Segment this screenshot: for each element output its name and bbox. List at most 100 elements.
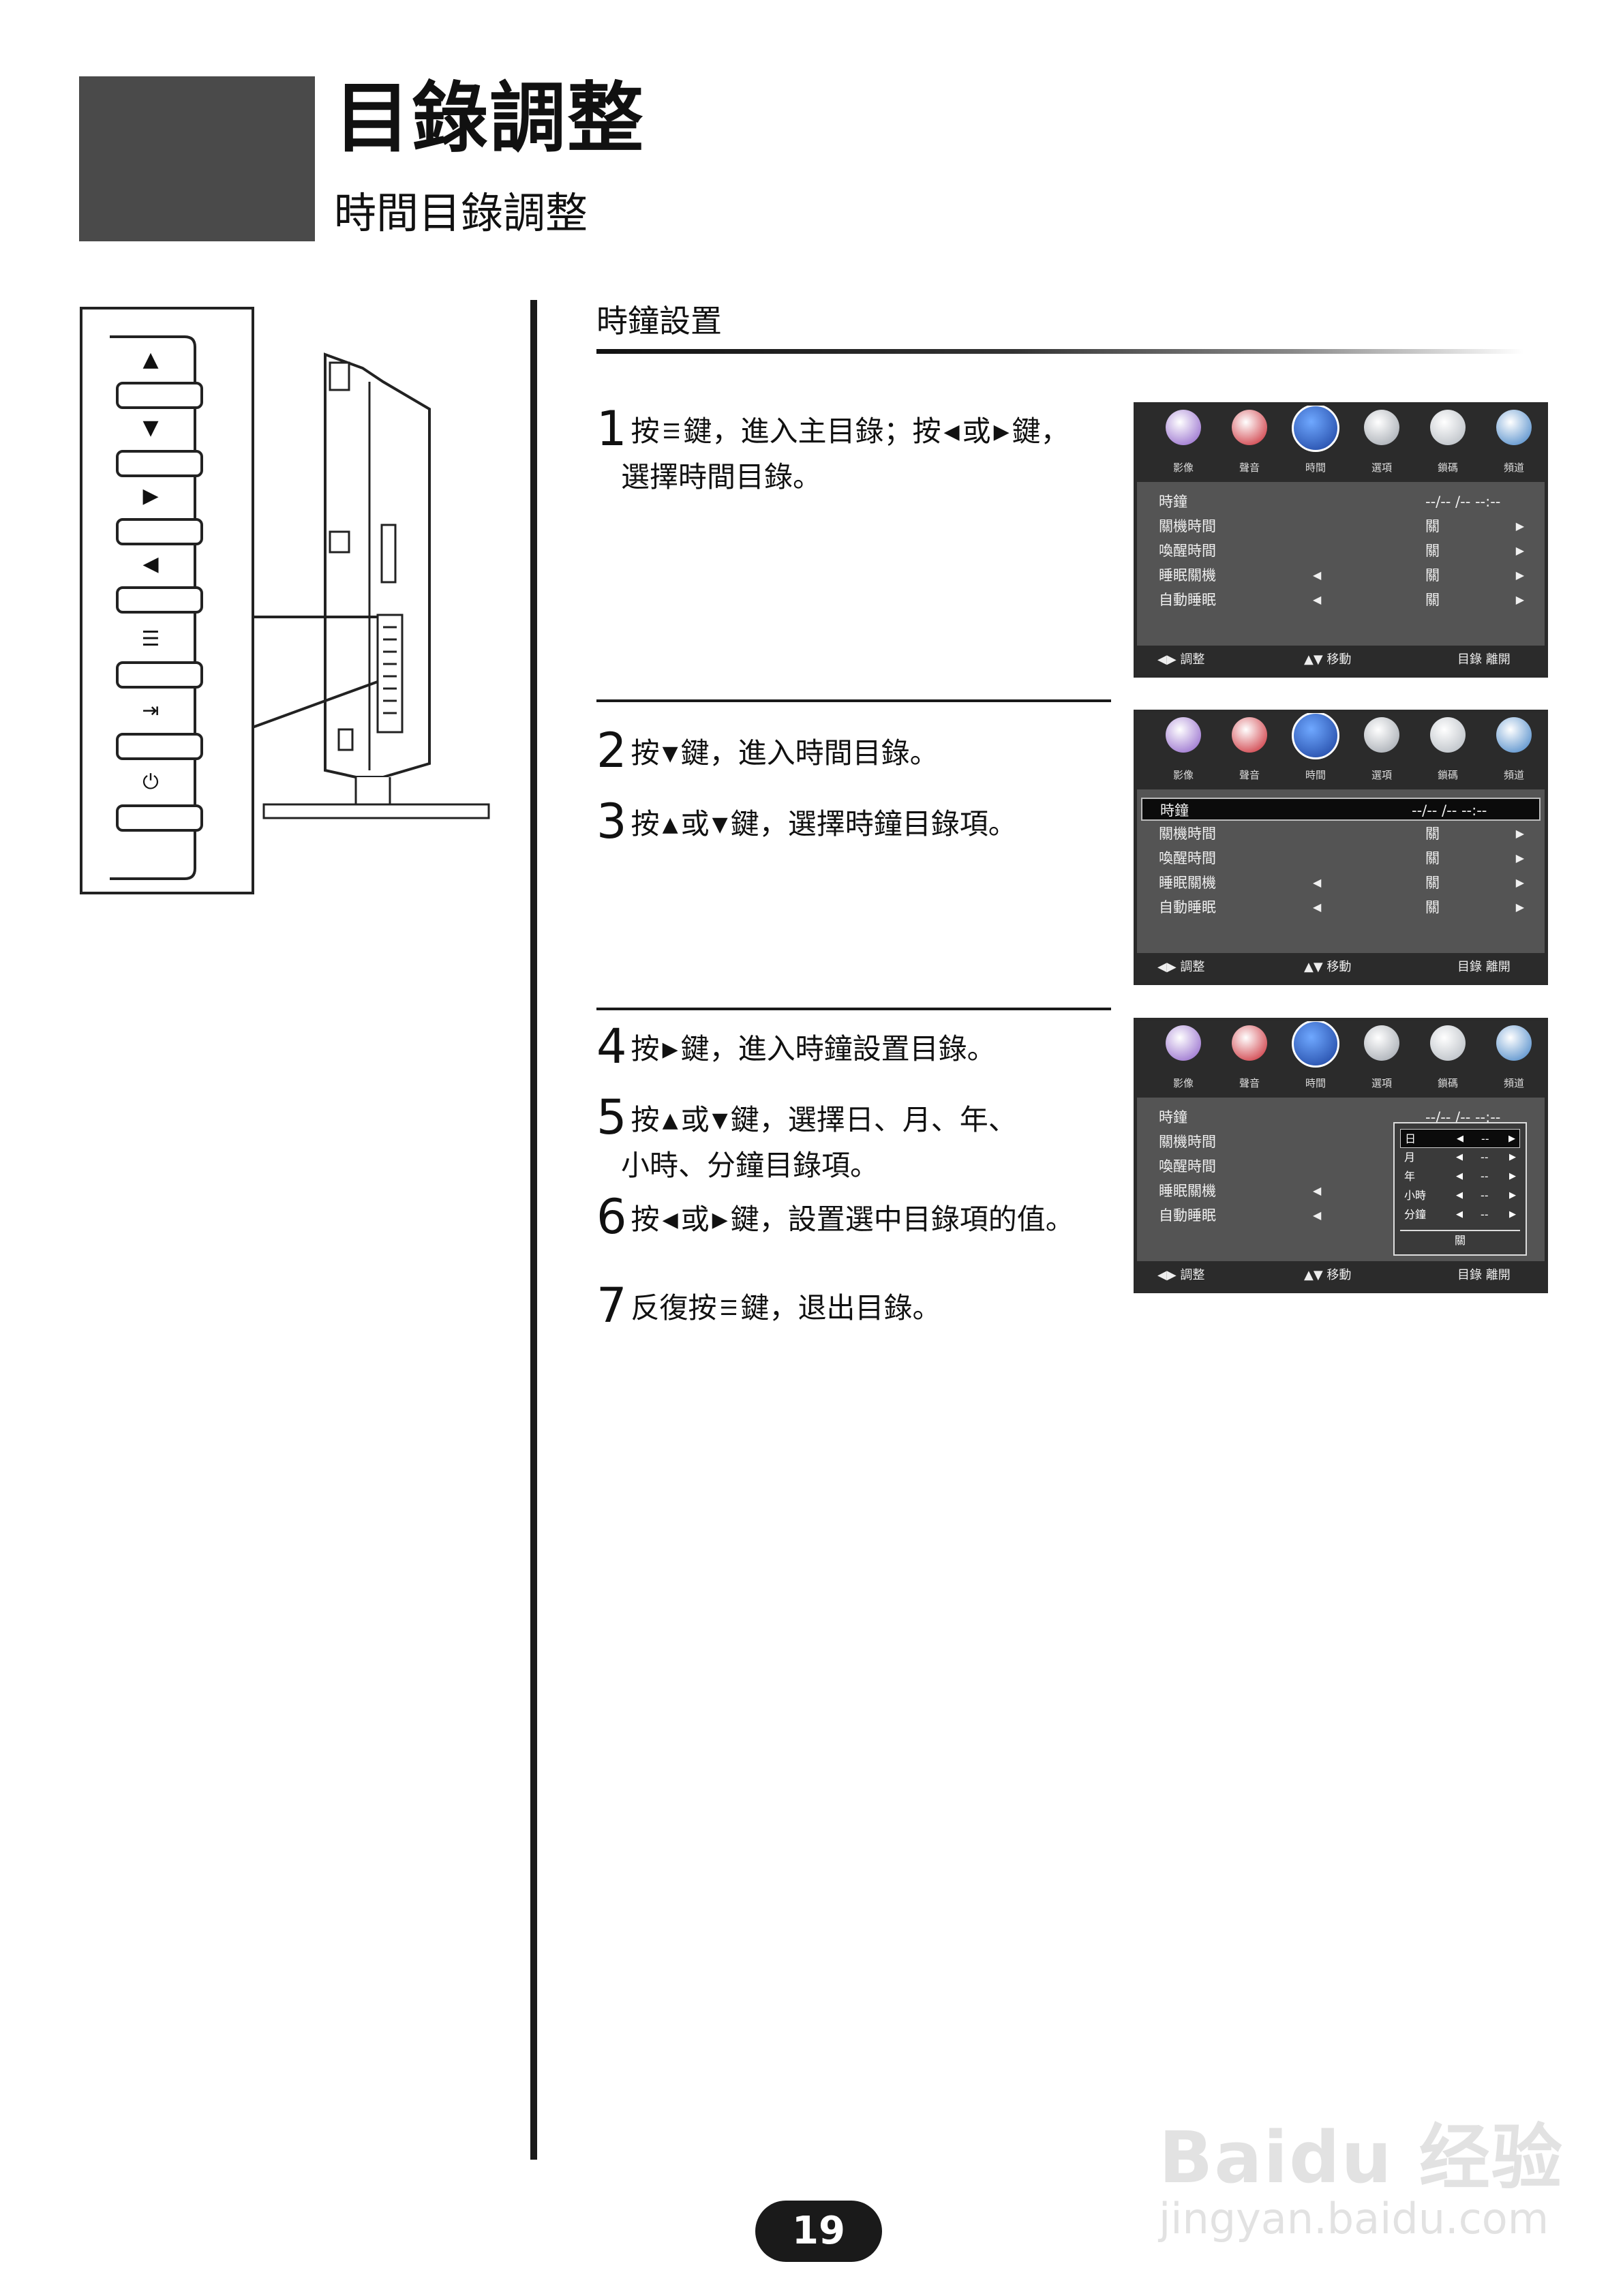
panel-button[interactable]	[116, 586, 203, 614]
osd-footer: ◀▶ 調整▲▼ 移動目錄 離開	[1137, 1261, 1545, 1290]
osd-tab-label: 頻道	[1503, 1077, 1524, 1089]
right-arrow-icon: ▶	[1515, 519, 1524, 532]
step-text: 按	[631, 1203, 660, 1236]
osd-tab: 鎖碼	[1415, 717, 1481, 782]
section-rule	[596, 349, 1523, 354]
step-text: 鍵，退出目錄。	[740, 1291, 941, 1325]
gear-icon	[1364, 1025, 1399, 1061]
popup-row-label: 日	[1405, 1132, 1416, 1145]
osd-row-value: 關	[1425, 850, 1440, 866]
osd-tab: 頻道	[1481, 1025, 1545, 1090]
right-arrow-icon: ▶	[1515, 851, 1524, 864]
osd-tab-label: 聲音	[1239, 1077, 1260, 1089]
popup-row-value: --	[1481, 1170, 1489, 1183]
step-text: 鍵，	[1012, 414, 1070, 448]
popup-row-label: 月	[1404, 1151, 1416, 1164]
osd-row-label: 睡眠關機	[1159, 567, 1216, 584]
osd-row-label: 時鐘	[1160, 802, 1189, 819]
osd-row-value: --/-- /-- --:--	[1425, 494, 1501, 510]
osd-row-label: 時鐘	[1159, 494, 1187, 510]
step-text: 或	[962, 414, 991, 448]
osd-row-label: 關機時間	[1159, 518, 1216, 534]
osd-footer-move: ▲▼ 移動	[1304, 960, 1352, 974]
osd-tab: 影像	[1151, 410, 1216, 474]
globe-icon	[1496, 410, 1532, 445]
step-number: 7	[596, 1278, 627, 1333]
osd-tab-bar: 影像聲音時間選項鎖碼頻道	[1137, 406, 1545, 482]
osd-menu-row: 關機時間	[1156, 1130, 1528, 1153]
osd-tab-label: 頻道	[1503, 769, 1524, 781]
osd-tab: 鎖碼	[1415, 1025, 1481, 1090]
osd-menu-row: 時鐘--/-- /-- --:--	[1141, 798, 1541, 821]
osd-tab-label: 鎖碼	[1437, 769, 1458, 781]
osd-row-value: 關	[1425, 518, 1440, 534]
watermark-logo: Baidu 经验	[1159, 2116, 1564, 2199]
osd-tab: 時間	[1283, 406, 1348, 474]
clock-icon	[1292, 1021, 1339, 1068]
osd-menu-row: 睡眠關機◀關▶	[1156, 871, 1528, 894]
panel-button[interactable]	[116, 450, 203, 477]
watermark-url: jingyan.baidu.com	[1159, 2194, 1549, 2244]
osd-screen-clock-selected: 影像聲音時間 選項鎖碼 頻道時鐘--/-- /-- --:--關機時間關▶ 喚醒時間 關…	[1134, 710, 1548, 985]
step-number: 1	[596, 401, 627, 457]
osd-row-label: 喚醒時間	[1159, 543, 1216, 559]
osd-tab-bar: 影像聲音時間選項鎖碼頻道	[1137, 1021, 1545, 1098]
gear-icon	[1364, 410, 1399, 445]
osd-footer-adjust: ◀▶ 調整	[1157, 652, 1205, 667]
osd-row-value: 關	[1425, 567, 1440, 584]
popup-row: 小時◀--▶	[1400, 1186, 1520, 1205]
right-arrow-icon: ▶	[1515, 876, 1524, 889]
speaker-icon	[1232, 717, 1267, 753]
osd-tab: 選項	[1349, 717, 1414, 782]
gear-icon	[1364, 717, 1399, 753]
panel-button[interactable]	[116, 733, 203, 760]
step-text-line2: 選擇時間目錄。	[621, 460, 822, 494]
key-symbol-icon: ▶	[993, 420, 1010, 444]
panel-button[interactable]	[116, 661, 203, 689]
step-text: 按	[631, 414, 660, 448]
osd-menu-row: 時鐘 --/-- /-- --:--	[1156, 490, 1528, 513]
osd-footer: ◀▶ 調整▲▼ 移動目錄 離開	[1137, 953, 1545, 982]
osd-footer-exit: 目錄 離開	[1457, 652, 1511, 667]
left-icon: ◀	[142, 552, 159, 576]
osd-tab: 聲音	[1217, 717, 1282, 782]
key-symbol-icon: ▼	[712, 813, 728, 836]
osd-row-label: 自動睡眠	[1159, 899, 1216, 916]
panel-button[interactable]	[116, 518, 203, 545]
osd-tab-label: 選項	[1371, 1077, 1392, 1089]
osd-menu-row: 關機時間關▶	[1156, 822, 1528, 845]
left-arrow-icon: ◀	[1313, 901, 1322, 913]
left-arrow-icon: ◀	[1313, 593, 1322, 606]
osd-row-label: 睡眠關機	[1159, 1183, 1216, 1199]
globe-icon	[1496, 1025, 1532, 1061]
header-block	[79, 76, 315, 241]
step-number: 4	[596, 1018, 627, 1074]
lock-icon	[1430, 717, 1466, 753]
lock-icon	[1430, 1025, 1466, 1061]
step-text: 按	[631, 736, 660, 770]
vertical-divider	[530, 300, 537, 2160]
right-arrow-icon: ▶	[1515, 593, 1524, 606]
step-separator-2	[596, 1008, 1111, 1010]
popup-row: 日◀--▶	[1400, 1129, 1520, 1148]
osd-tab: 影像	[1151, 717, 1216, 782]
osd-footer-adjust: ◀▶ 調整	[1157, 1268, 1205, 1282]
step-text-line2: 小時、分鐘目錄項。	[621, 1149, 879, 1183]
step-text: 或	[680, 1203, 710, 1236]
key-symbol-icon: ▶	[662, 1038, 678, 1061]
osd-menu-row: 喚醒時間 關 ▶	[1156, 847, 1528, 870]
popup-row-value: --	[1481, 1208, 1489, 1221]
speaker-icon	[1232, 1025, 1267, 1061]
osd-footer-exit: 目錄 離開	[1457, 960, 1511, 974]
osd-menu-row: 喚醒時間	[1156, 1155, 1528, 1178]
step-number: 3	[596, 794, 627, 849]
step-text: 鍵，設置選中目錄項的值。	[730, 1203, 1074, 1236]
step-text: 或	[680, 807, 710, 841]
osd-tab-label: 時間	[1305, 769, 1326, 781]
panel-button[interactable]	[116, 382, 203, 409]
osd-row-label: 喚醒時間	[1159, 850, 1216, 866]
panel-button[interactable]	[116, 804, 203, 832]
osd-tab: 時間	[1283, 1021, 1348, 1090]
